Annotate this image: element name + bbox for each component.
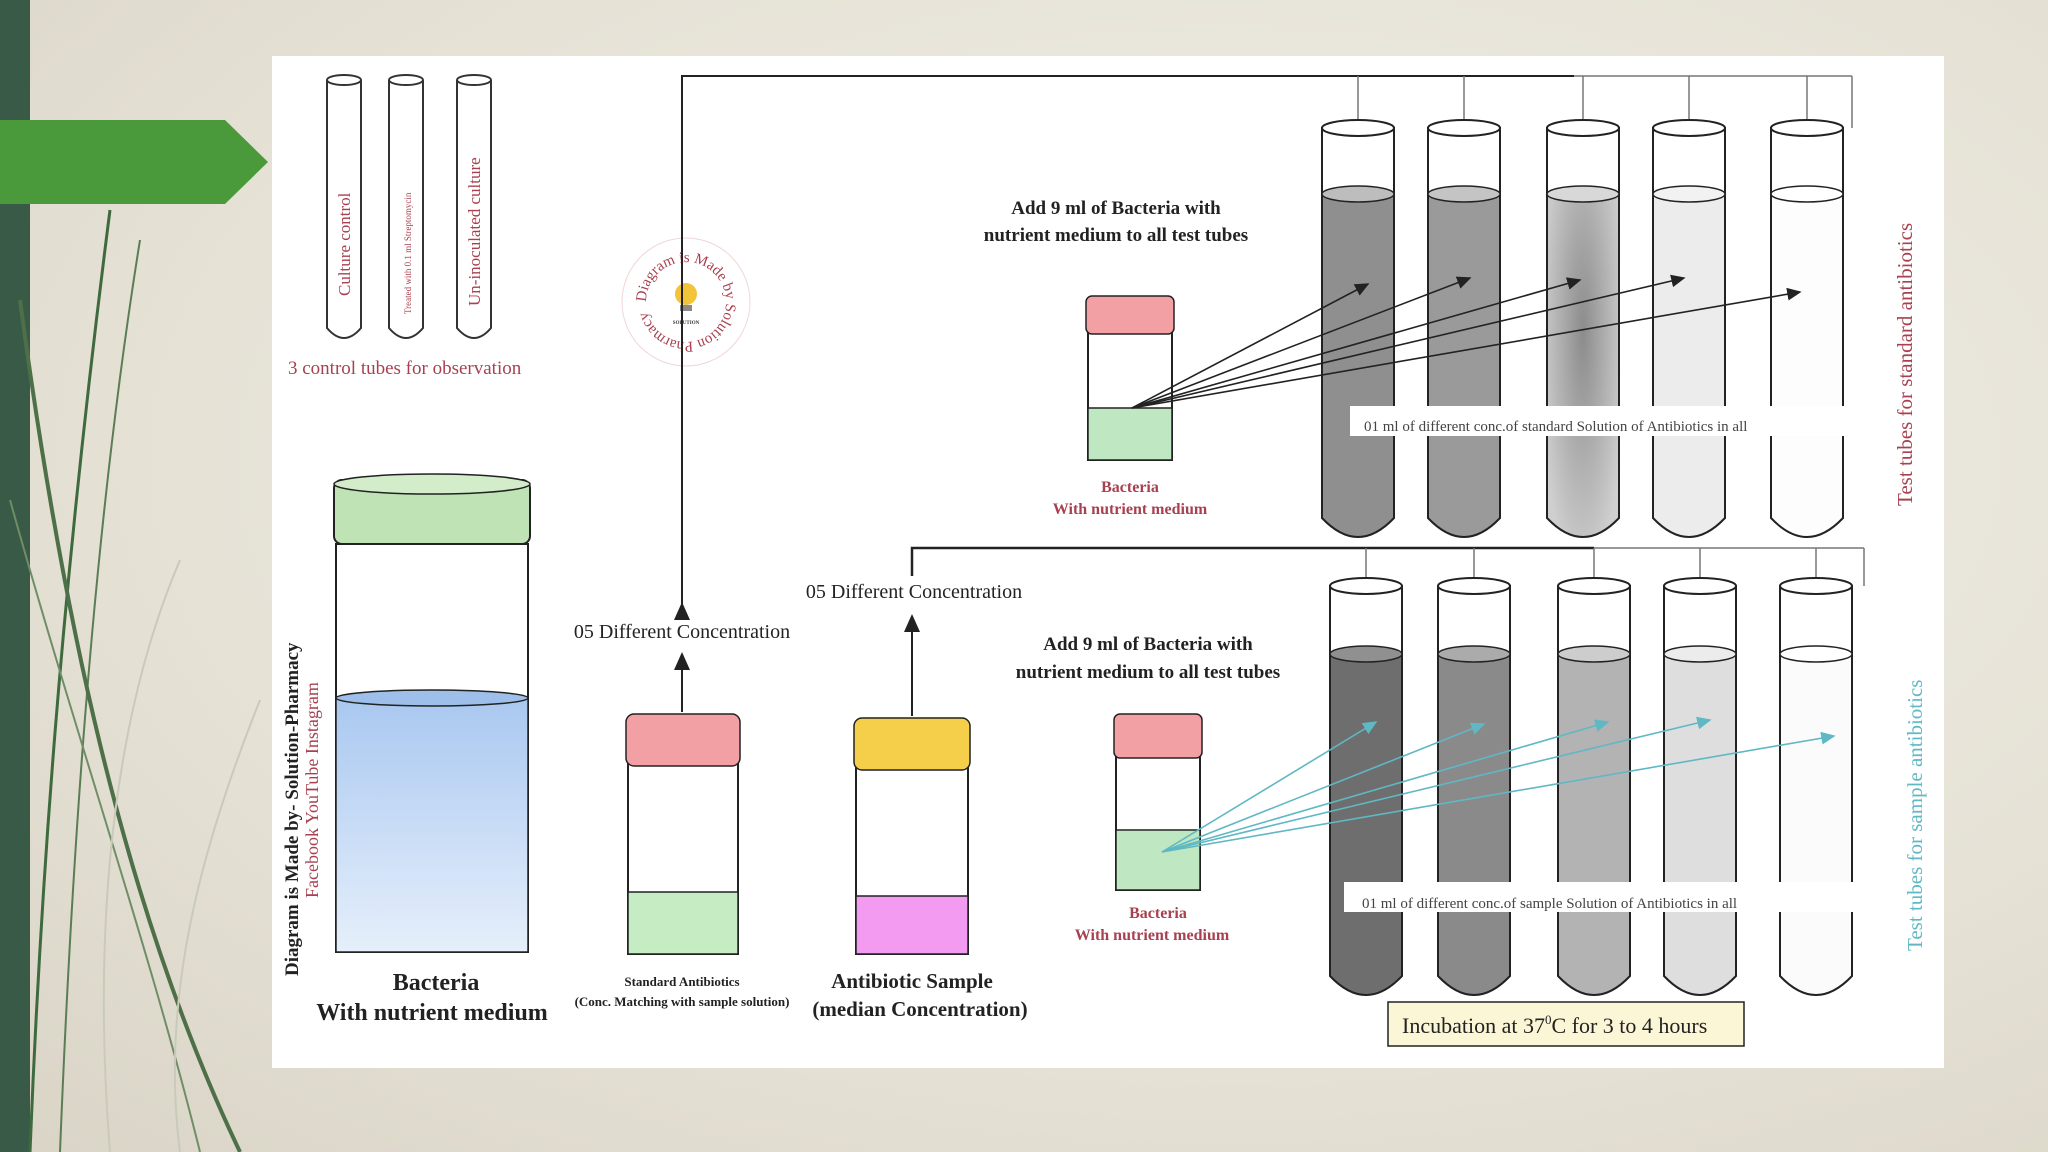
bottom-test-tube-5 xyxy=(1779,577,1853,996)
bioassay-diagram: Culture control Treated with 0.1 ml Stre… xyxy=(282,74,1927,1047)
top-test-tube-4 xyxy=(1652,119,1726,538)
standard-vial-label-2: (Conc. Matching with sample solution) xyxy=(575,994,790,1009)
sample-vial-label-1: Antibiotic Sample xyxy=(831,969,993,993)
control-label-treated: Treated with 0.1 ml Streptomycin xyxy=(403,192,413,314)
bottom-tube-label-box xyxy=(1344,882,1854,912)
antibiotic-sample-vial xyxy=(853,717,971,955)
incubation-label: Incubation at 370C for 3 to 4 hours xyxy=(1402,1012,1707,1038)
connector-standard-to-top xyxy=(674,75,1574,620)
top-test-tube-3 xyxy=(1546,119,1620,538)
bottom-test-tube-1 xyxy=(1329,577,1403,996)
top-tube-label-box xyxy=(1350,406,1850,436)
bottom-dispense-arrows xyxy=(1161,716,1836,853)
bottom-tube-label: 01 ml of different conc.of sample Soluti… xyxy=(1362,896,1737,912)
watermark-logo-text: SOLUTION xyxy=(673,321,700,326)
top-side-label: Test tubes for standard antibiotics xyxy=(1893,223,1917,506)
top-bacteria-vial xyxy=(1085,295,1175,461)
control-tubes-caption: 3 control tubes for observation xyxy=(288,358,522,379)
standard-antibiotic-vial xyxy=(625,713,741,955)
top-instruction-line1: Add 9 ml of Bacteria with xyxy=(1011,198,1221,219)
credit-line-1: Diagram is Made by- Solution-Pharmacy xyxy=(282,642,303,976)
top-vial-label-2: With nutrient medium xyxy=(1053,501,1208,518)
bottom-side-label: Test tubes for sample antibiotics xyxy=(1903,680,1927,951)
bottom-vial-label-2: With nutrient medium xyxy=(1075,927,1230,944)
credit-line-2: Facebook YouTube Instagram xyxy=(302,682,322,898)
bottom-instruction-line2: nutrient medium to all test tubes xyxy=(1016,662,1280,683)
top-instruction-line2: nutrient medium to all test tubes xyxy=(984,225,1248,246)
sample-concentration-label: 05 Different Concentration xyxy=(806,581,1022,603)
control-label-uninoculated: Un-inoculated culture xyxy=(465,157,484,306)
standard-vial-label-1: Standard Antibiotics xyxy=(624,974,739,989)
bottom-test-tube-4 xyxy=(1663,577,1737,996)
top-test-tube-5 xyxy=(1770,119,1844,538)
top-tube-label: 01 ml of different conc.of standard Solu… xyxy=(1364,419,1747,435)
diagram-panel: Culture control Treated with 0.1 ml Stre… xyxy=(272,56,1944,1068)
watermark-stamp: Diagram is Made by Solution Pharmacy SOL… xyxy=(621,237,751,367)
top-vial-label-1: Bacteria xyxy=(1101,479,1159,496)
incubation-box xyxy=(1387,1001,1745,1047)
green-arrow-tab xyxy=(0,120,268,204)
bottom-test-tube-2 xyxy=(1437,577,1511,996)
top-test-tube-1 xyxy=(1321,119,1395,538)
control-tube-culture xyxy=(326,74,362,339)
top-test-tube-2 xyxy=(1427,119,1501,538)
bacteria-jar-label-1: Bacteria xyxy=(393,970,480,996)
control-tube-uninoculated xyxy=(456,74,492,339)
lightbulb-icon xyxy=(675,283,697,305)
bottom-bacteria-vial xyxy=(1113,713,1203,891)
connector-sample-to-bottom xyxy=(910,546,1594,576)
sample-vial-label-2: (median Concentration) xyxy=(812,997,1027,1021)
bacteria-jar-label-2: With nutrient medium xyxy=(316,1000,548,1026)
control-tube-treated xyxy=(388,74,424,339)
bacteria-jar xyxy=(333,473,531,953)
control-label-culture: Culture control xyxy=(335,192,354,296)
bottom-test-tube-3 xyxy=(1557,577,1631,996)
bottom-vial-label-1: Bacteria xyxy=(1129,905,1187,922)
bottom-instruction-line1: Add 9 ml of Bacteria with xyxy=(1043,634,1253,655)
top-dispense-arrows xyxy=(1131,274,1802,409)
standard-concentration-label: 05 Different Concentration xyxy=(574,621,790,643)
